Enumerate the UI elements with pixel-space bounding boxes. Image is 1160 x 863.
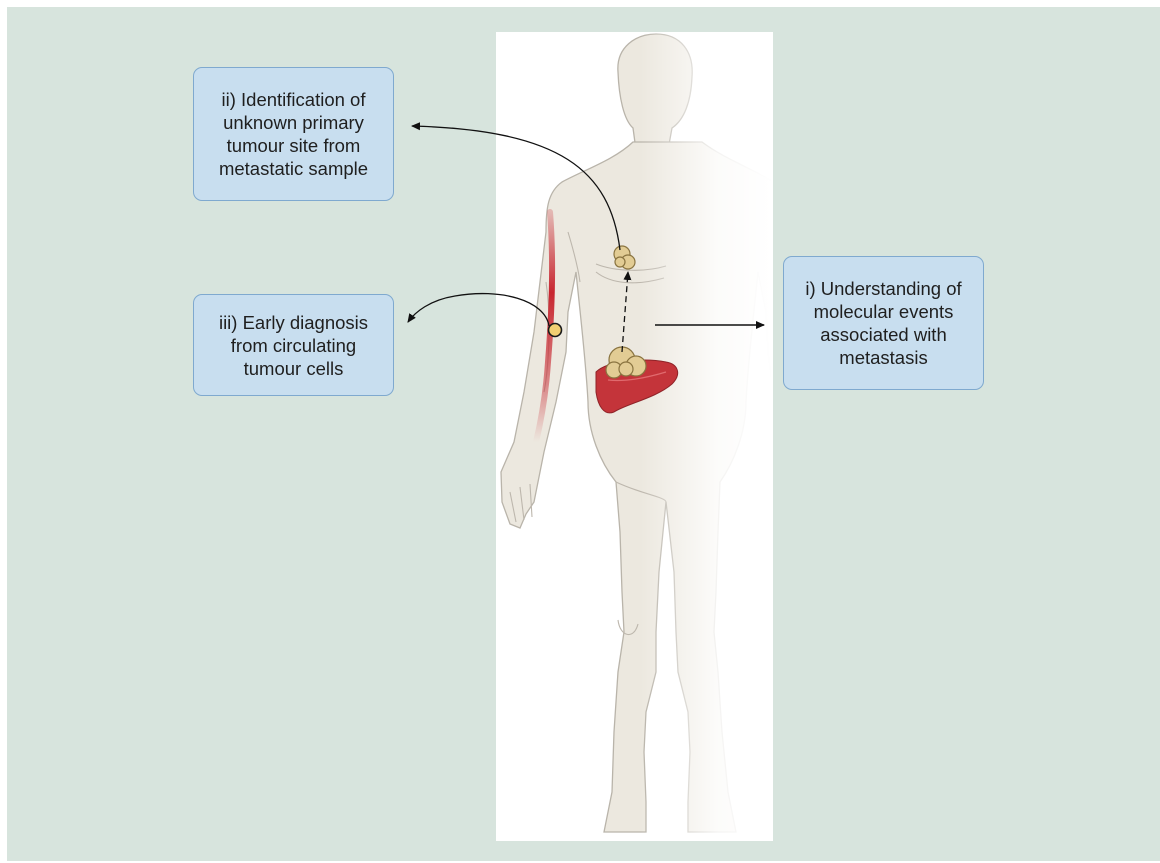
callout-understanding: i) Understanding of molecular events ass… bbox=[783, 256, 984, 390]
callout-identification: ii) Identification of unknown primary tu… bbox=[193, 67, 394, 201]
human-body-illustration bbox=[496, 32, 773, 841]
body-illustration-frame bbox=[496, 32, 773, 841]
callout-early-diagnosis: iii) Early diagnosis from circulating tu… bbox=[193, 294, 394, 396]
